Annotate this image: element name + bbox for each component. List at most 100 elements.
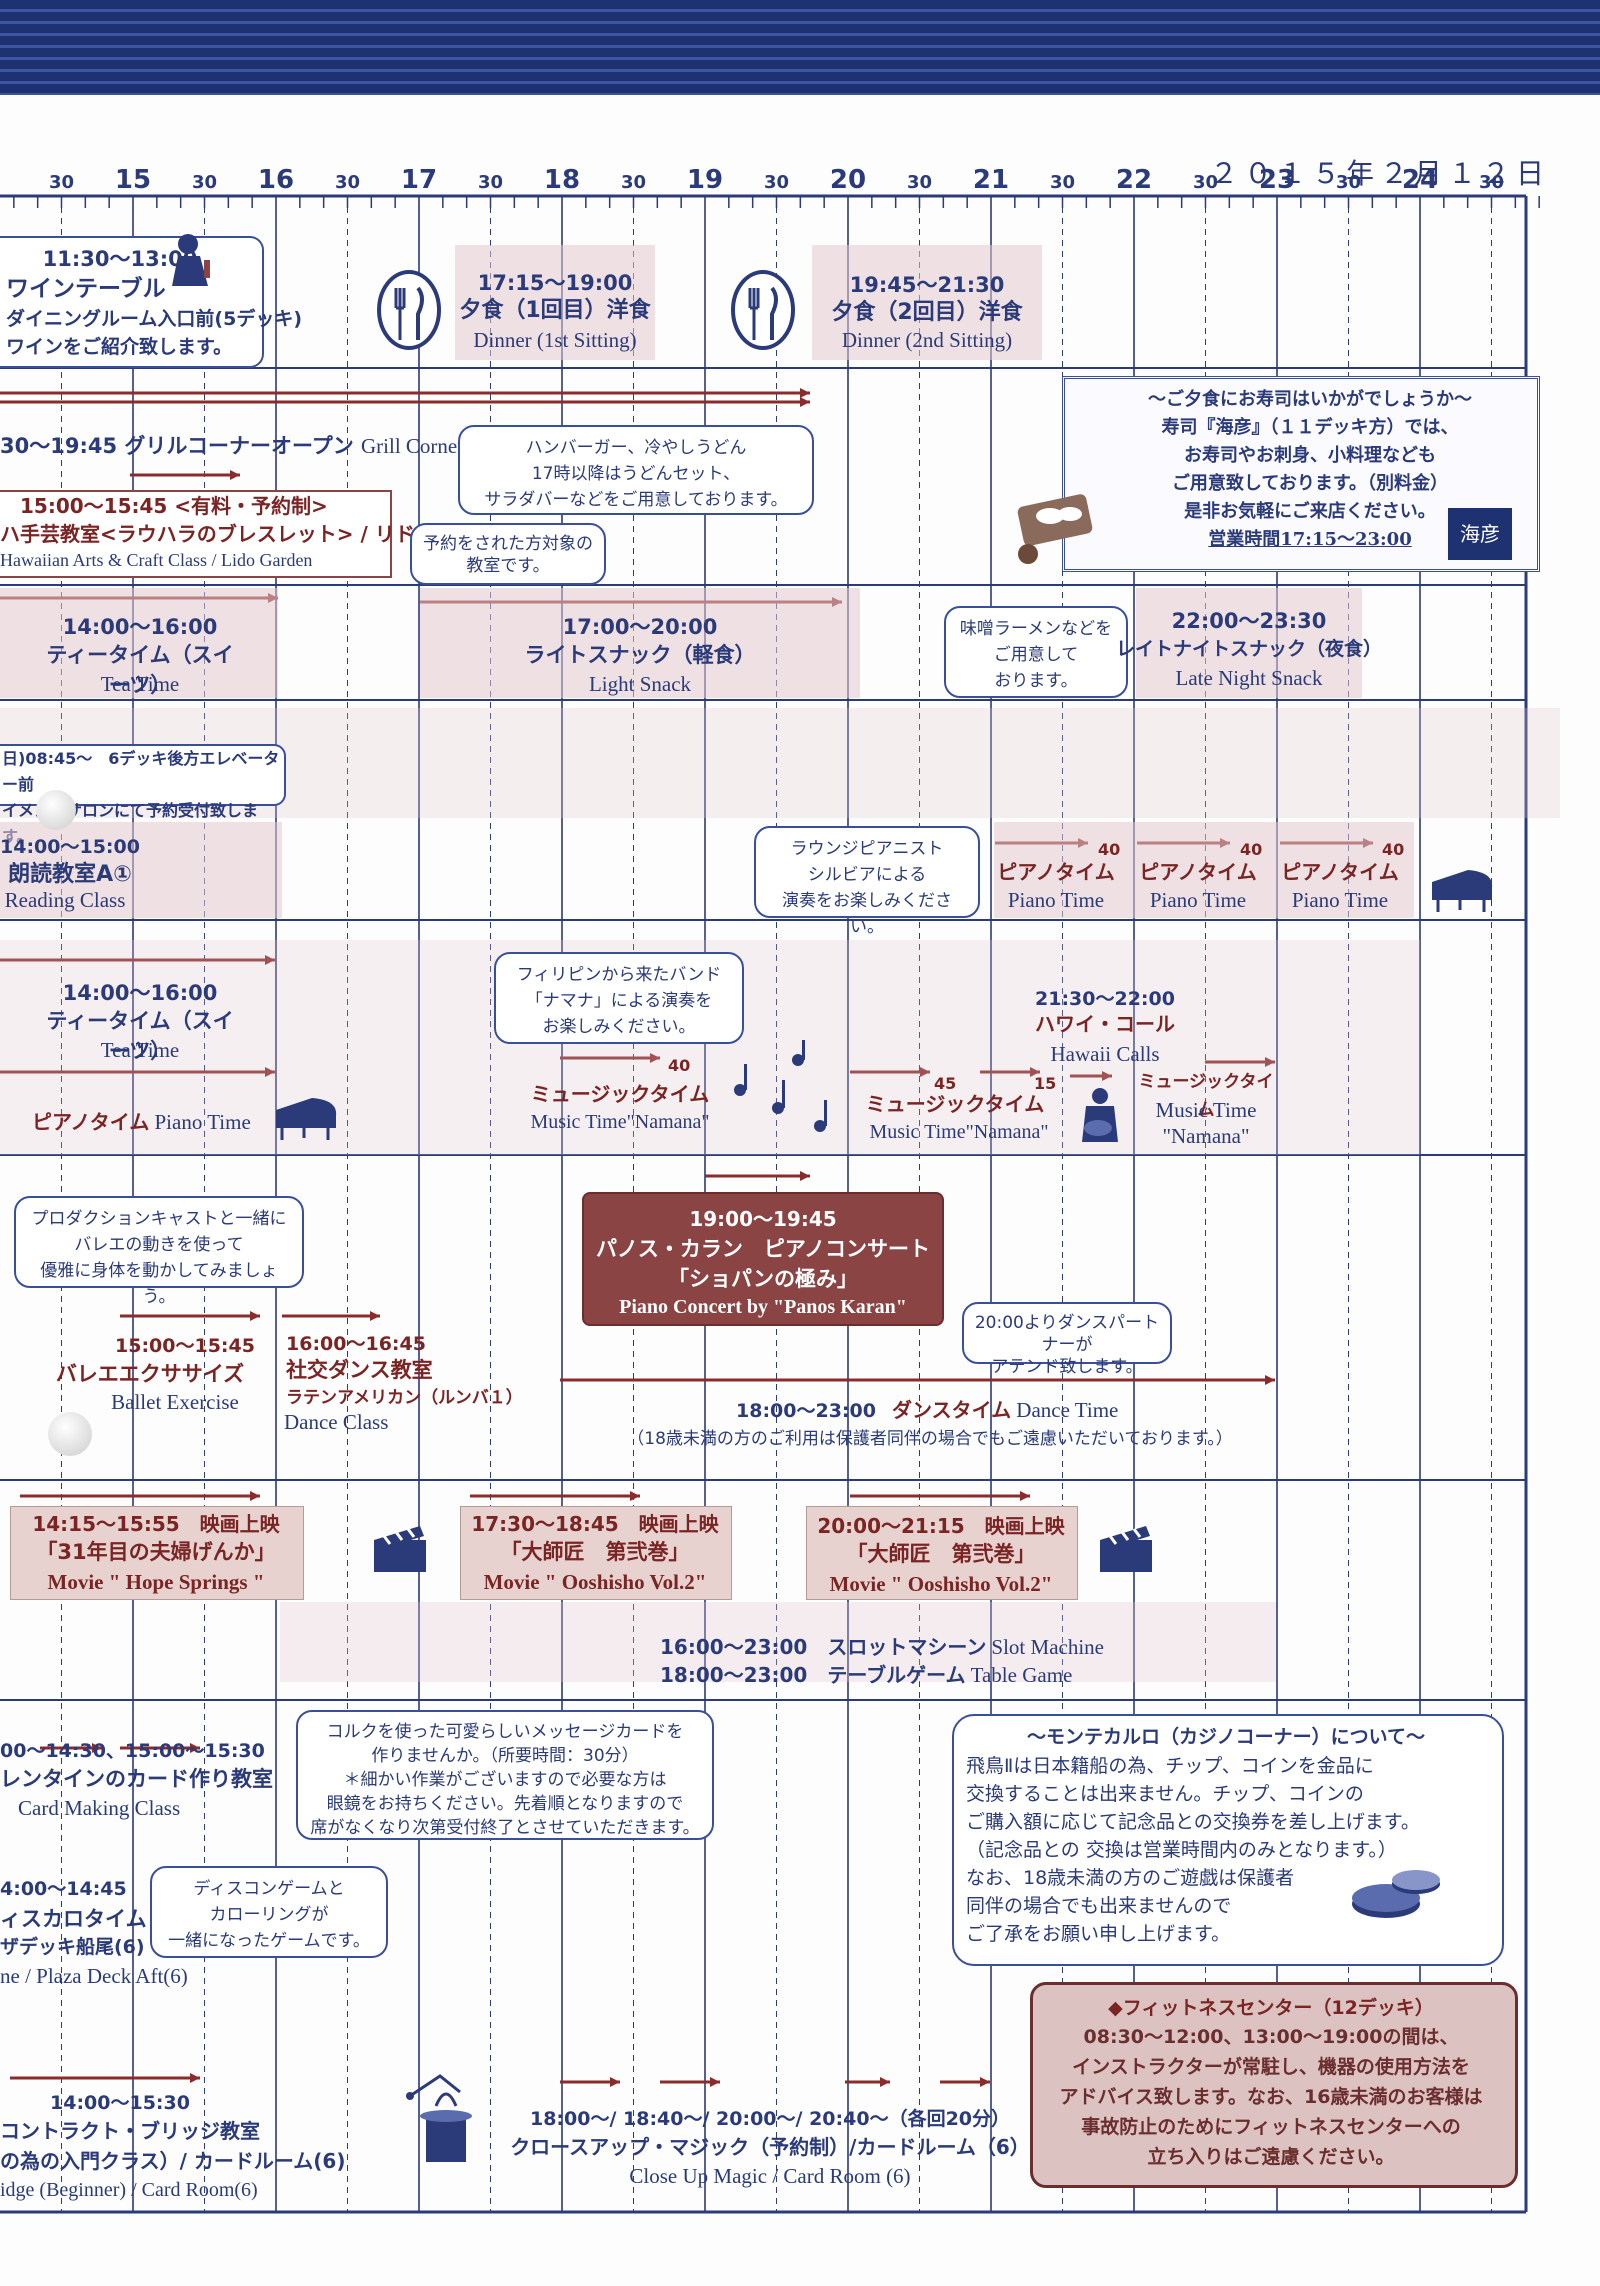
wine-time: 11:30〜13:00 (42, 247, 198, 271)
cutlery-icon (731, 270, 795, 350)
half-hour-label: 30 (335, 172, 360, 193)
bridge-sub: の為の入門クラス）/ カードルーム(6) (0, 2149, 346, 2173)
card-title: レンタインのカード作り教室 (0, 1767, 273, 1791)
latenight-bg (1136, 588, 1362, 698)
ballet-title: バレエエクササイズ (55, 1362, 245, 1386)
wine-title: ワインテーブル (6, 276, 166, 302)
movie2-time: 17:30〜18:45 映画上映 (471, 1512, 719, 1536)
arrow-head (190, 1743, 200, 1753)
header-band (0, 0, 1600, 95)
social-en: Dance Class (284, 1410, 389, 1434)
piano2-label: ピアノタイム Piano Time (32, 1110, 251, 1134)
half-hour-label: 30 (764, 172, 789, 193)
piano-mins-2: 40 (1240, 840, 1263, 859)
arrow-head (1265, 1375, 1275, 1385)
movie3-en: Movie " Ooshisho Vol.2" (829, 1572, 1053, 1596)
ballet-bubble: プロダクションキャストと一緒にバレエの動きを使って優雅に身体を動かしてみましょう… (14, 1196, 304, 1307)
cutlery-icon (377, 270, 441, 350)
dinner2-time: 19:45〜21:30 (849, 273, 1005, 297)
piano-bg (994, 822, 1414, 918)
dinner1-en: Dinner (1st Sitting) (473, 328, 637, 352)
piano-mins-1: 40 (1098, 840, 1121, 859)
magic-time: 18:00〜/ 18:40〜/ 20:00〜/ 20:40〜（各回20分） (529, 2108, 1011, 2130)
movie2-en: Movie " Ooshisho Vol.2" (483, 1570, 707, 1594)
dinner2-title: 夕食（2回目）洋食 (831, 300, 1023, 325)
hour-label: 23 (1259, 165, 1295, 195)
latenight-time: 22:00〜23:30 (1171, 609, 1327, 633)
movie1-box (10, 1506, 304, 1600)
movie3-title: 「大師匠 第弐巻」 (846, 1542, 1036, 1566)
arrow-head (190, 2073, 200, 2083)
tea2-time: 14:00〜16:00 (62, 981, 218, 1005)
dinner1-title: 夕食（1回目）洋食 (459, 298, 651, 323)
hour-label: 24 (1402, 165, 1438, 195)
casino-bg (280, 1602, 1276, 1682)
snack-title: ライトスナック（軽食） (524, 643, 756, 667)
dance-bubble: 20:00よりダンスパートナーがアテンド致します。 (962, 1302, 1172, 1377)
music2-en: Music Time"Namana" (869, 1121, 1049, 1143)
music1-title: ミュージックタイム (530, 1082, 710, 1106)
music-notes-icon (734, 1040, 827, 1132)
pin-circle (36, 790, 76, 830)
tea1-en: Tea Time (100, 672, 180, 696)
movie3-box (806, 1506, 1078, 1600)
grand-piano-icon (276, 1098, 337, 1140)
monte-box (952, 1714, 1504, 1966)
music1-mins: 40 (668, 1056, 691, 1075)
guitar-player-icon (1082, 1088, 1118, 1142)
tea1-bg (0, 588, 278, 698)
craft-box (0, 490, 392, 578)
tea1-title: ティータイム（スイーツ） (46, 643, 234, 697)
page-date: ２０１５年２月１２日 (1210, 157, 1551, 190)
hour-label: 20 (830, 165, 866, 195)
piano-en-2: Piano Time (1149, 888, 1247, 912)
arrow-head (650, 1053, 660, 1063)
music3-en2: "Namana" (1162, 1124, 1250, 1148)
grill-text: 30〜19:45 グリルコーナーオープン Grill Corner Open (0, 434, 515, 458)
piano-title-1: ピアノタイム (997, 860, 1115, 884)
movie1-en: Movie " Hope Springs " (47, 1570, 265, 1594)
half-hour-label: 30 (907, 172, 932, 193)
hour-label: 21 (973, 165, 1009, 195)
piano-mins-3: 40 (1382, 840, 1405, 859)
arrow-head (265, 955, 275, 965)
craft-en: Hawaiian Arts & Craft Class / Lido Garde… (0, 550, 313, 570)
casino-table: 18:00〜23:00 テーブルゲーム Table Game (660, 1663, 1073, 1687)
bridge-time: 14:00〜15:30 (50, 2092, 190, 2114)
wine-desc: ワインをご紹介致します。 (6, 336, 233, 358)
snack-time: 17:00〜20:00 (562, 615, 718, 639)
hour-label: 22 (1116, 165, 1152, 195)
arrow-head (800, 397, 810, 407)
bridge-title: コントラクト・ブリッジ教室 (0, 2119, 260, 2143)
arrow-head (1030, 1067, 1040, 1077)
reading-en: Reading Class (4, 888, 126, 912)
half-hour-label: 30 (1336, 172, 1361, 193)
ramen-bubble: 味噌ラーメンなどをご用意しております。 (944, 606, 1128, 698)
grand-piano-icon (1432, 870, 1493, 912)
concert-box: 19:00〜19:45 パノス・カラン ピアノコンサート 「ショパンの極み」 P… (582, 1192, 944, 1326)
wine-place: ダイニングルーム入口前(5デッキ) (6, 308, 303, 330)
arrow-head (710, 2077, 720, 2087)
movie1-title: 「31年目の夫婦げんか」 (36, 1540, 276, 1564)
hour-label: 18 (544, 165, 580, 195)
arrow-head (630, 1491, 640, 1501)
hour-label: 16 (258, 165, 294, 195)
arrow-head (800, 1171, 810, 1181)
piano-en-3: Piano Time (1291, 888, 1389, 912)
magic-en: Close Up Magic / Card Room (6) (629, 2164, 911, 2188)
clapperboard-icon (374, 1526, 426, 1572)
half-hour-label: 30 (192, 172, 217, 193)
craft-time: 15:00〜15:45 <有料・予約制> (20, 494, 328, 518)
dancetime-label: 18:00〜23:00 ダンスタイム Dance Time (736, 1398, 1119, 1422)
arrow-head (250, 1311, 260, 1321)
half-hour-label: 30 (1479, 172, 1504, 193)
music2-title: ミュージックタイム (865, 1092, 1045, 1116)
fitness-box (1030, 1982, 1518, 2188)
tea1-time: 14:00〜16:00 (62, 615, 218, 639)
latenight-en: Late Night Snack (1175, 666, 1323, 690)
arrow-head (610, 2077, 620, 2087)
sushi-icon (1017, 494, 1093, 564)
hour-label: 15 (115, 165, 151, 195)
band-bubble: フィリピンから来たバンド「ナマナ」による演奏をお楽しみください。 (494, 952, 744, 1044)
casino-chips-icon (1352, 1870, 1440, 1918)
